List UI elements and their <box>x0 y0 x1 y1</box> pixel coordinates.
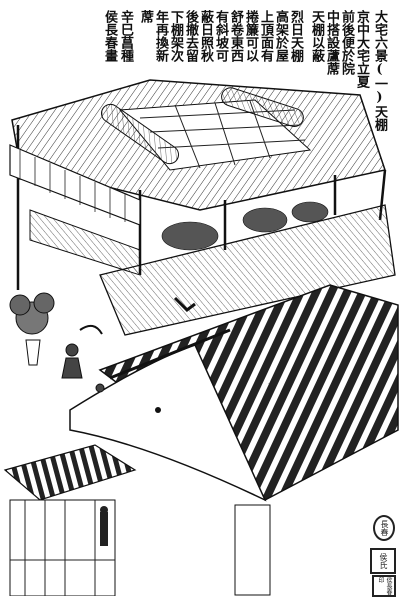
inscription-column: 有斜坡可 <box>213 10 228 62</box>
mat-awning <box>11 79 386 211</box>
seal-upper: 長春 <box>373 515 395 541</box>
inscription-column: 上頂面有 <box>258 10 273 62</box>
inscription-column: 前後便於院 <box>339 10 354 75</box>
main-roof <box>69 284 399 596</box>
trees <box>161 201 329 251</box>
inscription-column: 蔽日照秋 <box>198 10 213 62</box>
inscription-column: 高架於屋 <box>273 10 288 62</box>
inscription-column: 年再換新 <box>153 10 168 62</box>
inscription-title: 大宅六景(一)天棚 <box>372 10 387 131</box>
inscription-signature: 侯長春畫 <box>102 10 117 62</box>
figures-child-and-adult <box>61 324 105 393</box>
inscription-column: 舒卷東西 <box>228 10 243 62</box>
inscription-column: 天棚以蔽 <box>309 10 324 62</box>
pavilion-lower-left <box>3 444 137 596</box>
inscription-date: 辛巳菖種 <box>118 10 133 62</box>
inscription-column: 下棚架次 <box>168 10 183 62</box>
inscription-column: 京中大宅立夏 <box>354 10 369 88</box>
middle-roof <box>99 204 396 336</box>
seal-corner: 侯長春印 <box>372 575 396 597</box>
potted-tree <box>9 292 55 366</box>
inscription-column: 烈日天棚 <box>288 10 303 62</box>
inscription-column: 捲簾可以 <box>243 10 258 62</box>
inscription-column: 中搭設蘆蓆 <box>324 10 339 75</box>
inscription-column: 蓆 <box>138 10 153 23</box>
seal-lower: 侯氏 <box>370 548 396 574</box>
inscription-column: 後撤去留 <box>183 10 198 62</box>
